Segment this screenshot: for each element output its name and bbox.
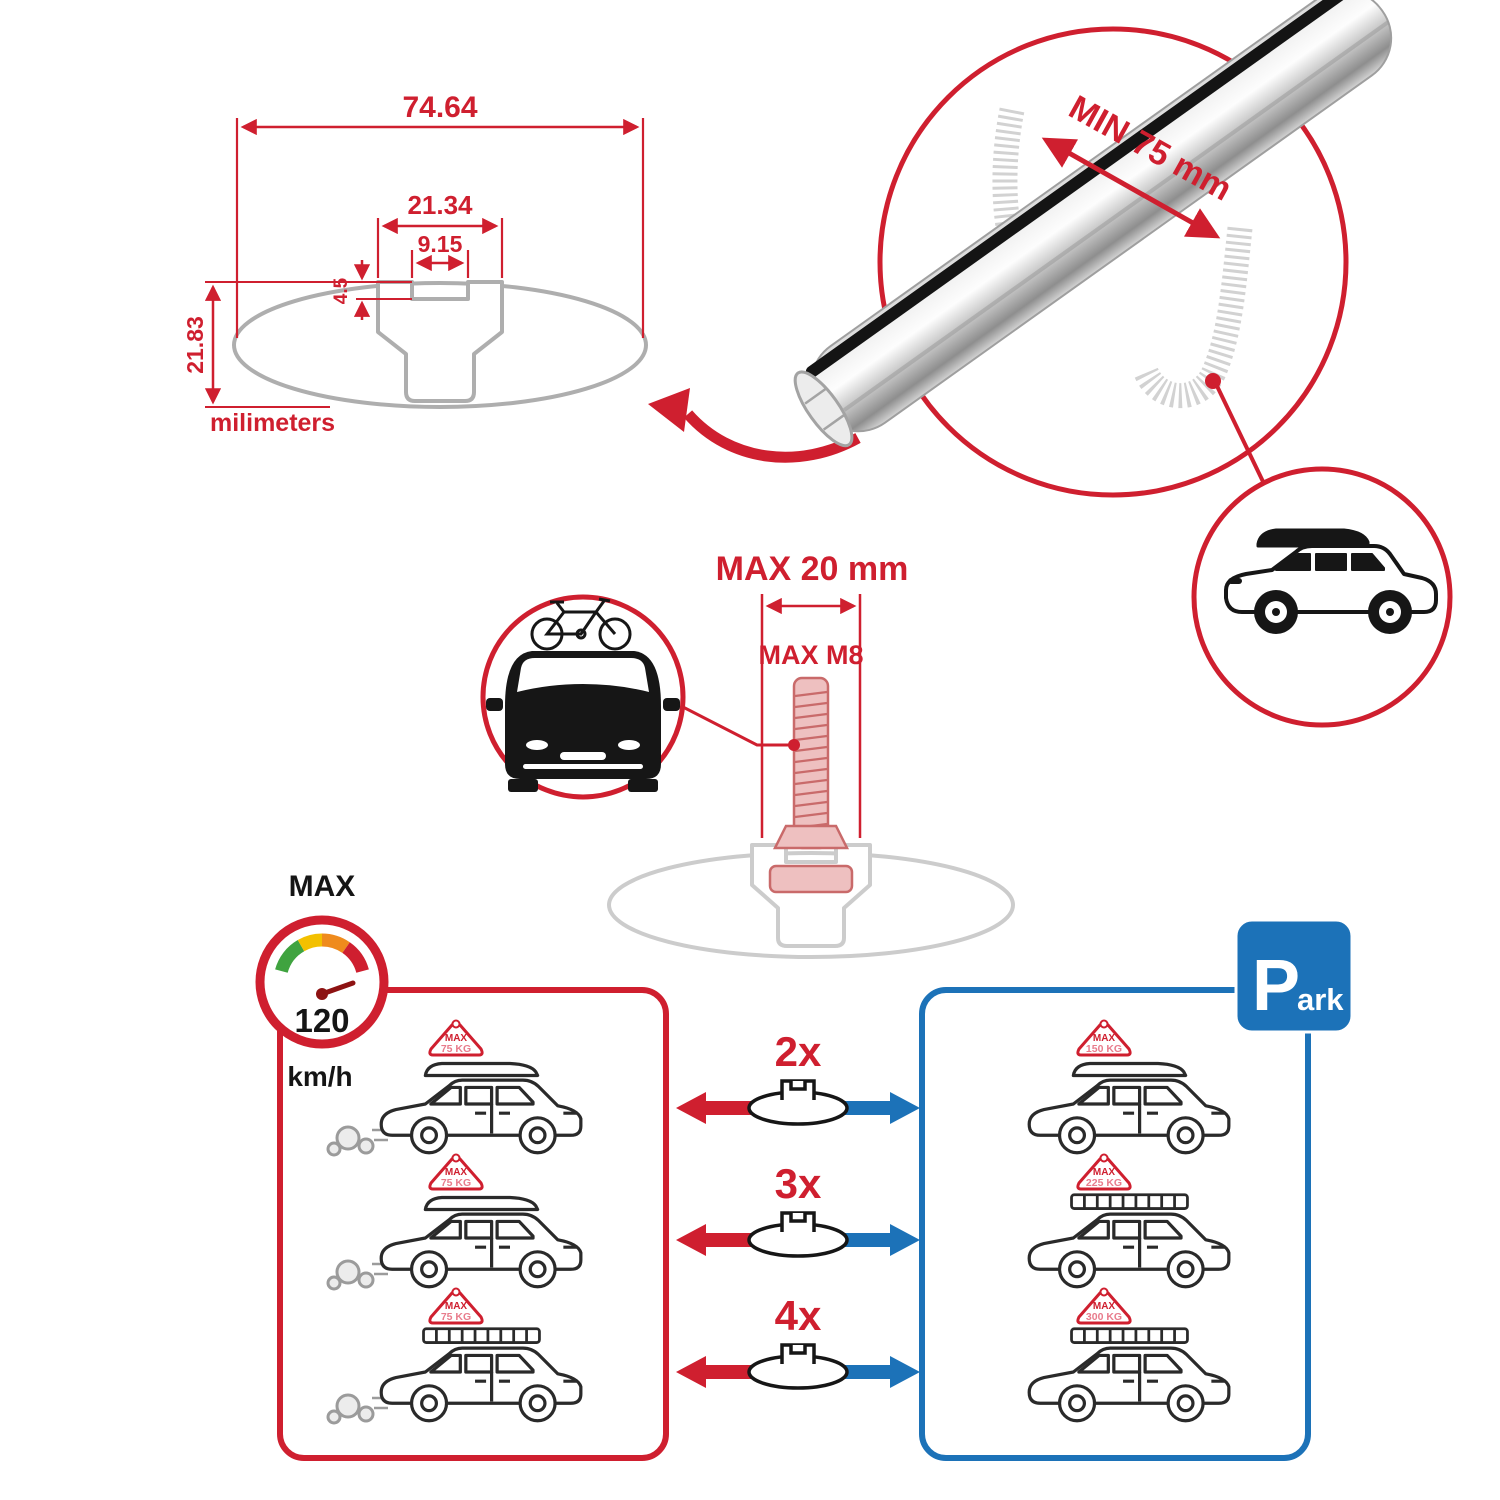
tag-title: MAX	[445, 1167, 468, 1178]
crossbar-profile-icon	[747, 1211, 849, 1258]
roof-box-icon	[423, 1061, 540, 1078]
park-sign-rest: ark	[1297, 982, 1344, 1017]
roof-basket-icon	[1070, 1193, 1189, 1210]
max-length-label: MAX 20 mm	[716, 550, 909, 588]
bolt-callout-line	[680, 704, 790, 747]
dim-channel-outer-label: 21.34	[407, 190, 473, 220]
speed-value: 120	[294, 1002, 349, 1039]
vehicle-context-view	[1191, 466, 1453, 728]
dim-total-width-label: 74.64	[402, 91, 477, 124]
roof-box-icon	[1071, 1061, 1188, 1078]
right-arrow-icon	[838, 1092, 920, 1124]
clamp-strap-right	[1134, 226, 1253, 409]
speed-max-label: MAX	[289, 870, 356, 903]
profile-t-slot	[376, 280, 504, 403]
bolt-callout-dot	[788, 739, 800, 751]
dim-total-height-label: 21.83	[182, 316, 208, 374]
crossbar-profile-icon	[747, 1079, 849, 1126]
mount-bolt-diagram: MAX 20 mm MAX M8	[480, 550, 1015, 959]
min-span-arrow	[1041, 137, 1221, 239]
drive-car-row-3: MAX 75 KG	[326, 1287, 583, 1425]
tag-value: 75 KG	[441, 1043, 471, 1055]
left-arrow-icon	[676, 1092, 758, 1124]
bar-end-cap	[793, 370, 854, 448]
tag-title: MAX	[1093, 1167, 1116, 1178]
left-arrow-icon	[676, 1356, 758, 1388]
speed-units: km/h	[287, 1061, 352, 1092]
crossbar-count-row-1: 2x	[676, 1028, 920, 1126]
load-limit-tag: MAX 300 KG	[1076, 1287, 1132, 1325]
load-limit-tag: MAX 75 KG	[428, 1019, 484, 1057]
dim-channel-opening-label: 9.15	[418, 231, 463, 257]
tag-value: 75 KG	[441, 1177, 471, 1189]
count-label: 4x	[775, 1292, 822, 1339]
clamp-strap-left	[992, 107, 1040, 302]
crossbar-count-row-2: 3x	[676, 1160, 920, 1258]
units-label: milimeters	[210, 409, 335, 437]
park-car-row-1: MAX 150 KG	[1027, 1019, 1231, 1155]
bolt-t-head	[768, 864, 854, 894]
load-limit-tag: MAX 225 KG	[1076, 1153, 1132, 1191]
park-sign: P ark	[1234, 918, 1354, 1034]
suv-with-roofbox-icon	[1224, 528, 1438, 634]
right-arrow-icon	[838, 1356, 920, 1388]
bolt-dimension-lines	[760, 594, 862, 838]
park-car-row-2: MAX 225 KG	[1027, 1153, 1231, 1289]
max-thread-label: MAX M8	[758, 640, 863, 670]
roof-box-icon	[423, 1195, 540, 1212]
tag-title: MAX	[1093, 1301, 1116, 1312]
car-front-icon	[486, 651, 680, 792]
tag-title: MAX	[445, 1301, 468, 1312]
roof-basket-icon	[422, 1327, 541, 1344]
tag-value: 150 KG	[1086, 1043, 1122, 1055]
left-arrow-icon	[676, 1224, 758, 1256]
tag-value: 75 KG	[441, 1311, 471, 1323]
gauge-arc	[275, 933, 369, 974]
load-limit-tag: MAX 75 KG	[428, 1153, 484, 1191]
drive-car-row-1: MAX 75 KG	[326, 1019, 583, 1157]
bicycle-icon	[530, 597, 632, 651]
count-label: 3x	[775, 1160, 822, 1207]
right-arrow-icon	[838, 1224, 920, 1256]
tag-title: MAX	[445, 1033, 468, 1044]
tag-value: 300 KG	[1086, 1311, 1122, 1323]
bar-to-drawing-arrow-icon	[648, 388, 861, 463]
park-sign-letter: P	[1252, 946, 1300, 1026]
count-label: 2x	[775, 1028, 822, 1075]
profile-dimension-drawing: 74.64 21.34 9.15 4.5 21.83 milimeters	[182, 91, 648, 437]
dimension-lines	[204, 118, 645, 408]
drive-car-row-2: MAX 75 KG	[326, 1153, 583, 1291]
crossbar-detail-view: MIN 75 mm	[793, 0, 1393, 498]
gauge-needle-pivot	[316, 988, 328, 1000]
park-car-row-3: MAX 300 KG	[1027, 1287, 1231, 1423]
bolt-collar	[772, 824, 850, 850]
load-limit-tag: MAX 75 KG	[428, 1287, 484, 1325]
tag-value: 225 KG	[1086, 1177, 1122, 1189]
dim-lip-depth-label: 4.5	[331, 277, 352, 304]
roof-basket-icon	[1070, 1327, 1189, 1344]
crossbar-profile-icon	[747, 1343, 849, 1390]
tag-title: MAX	[1093, 1033, 1116, 1044]
load-limit-tag: MAX 150 KG	[1076, 1019, 1132, 1057]
detail-connector-line	[1215, 385, 1270, 493]
crossbar-count-row-3: 4x	[676, 1292, 920, 1390]
speed-limit-gauge: MAX 120 km/h	[255, 870, 389, 1092]
clamp-anchor-dot	[1205, 373, 1221, 389]
